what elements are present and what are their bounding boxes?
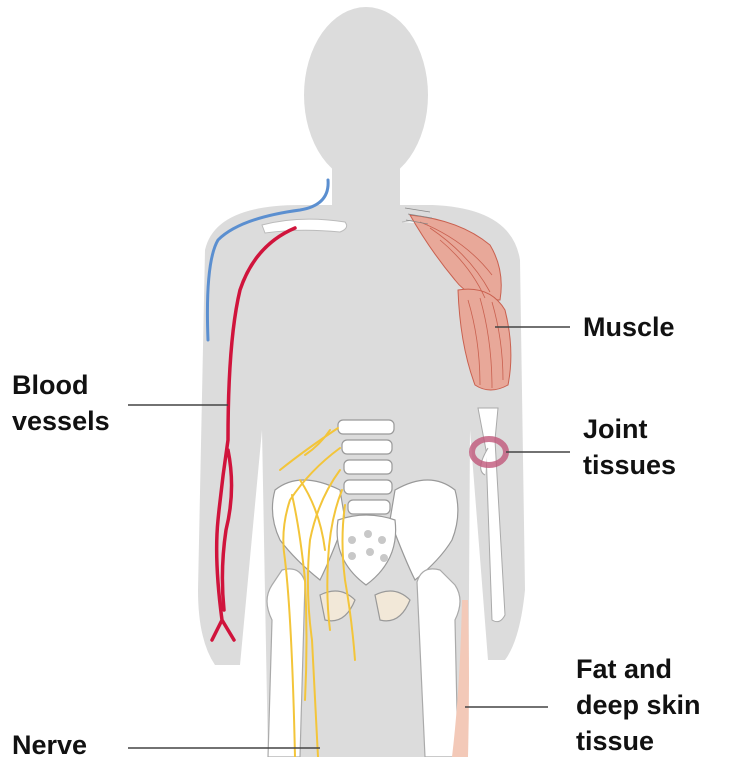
- label-joint-tissues: Joint tissues: [583, 411, 676, 483]
- label-nerve: Nerve: [12, 727, 87, 763]
- label-blood-vessels: Blood vessels: [12, 367, 110, 439]
- label-fat-deep-skin-tissue: Fat and deep skin tissue: [576, 651, 701, 759]
- label-muscle: Muscle: [583, 309, 675, 345]
